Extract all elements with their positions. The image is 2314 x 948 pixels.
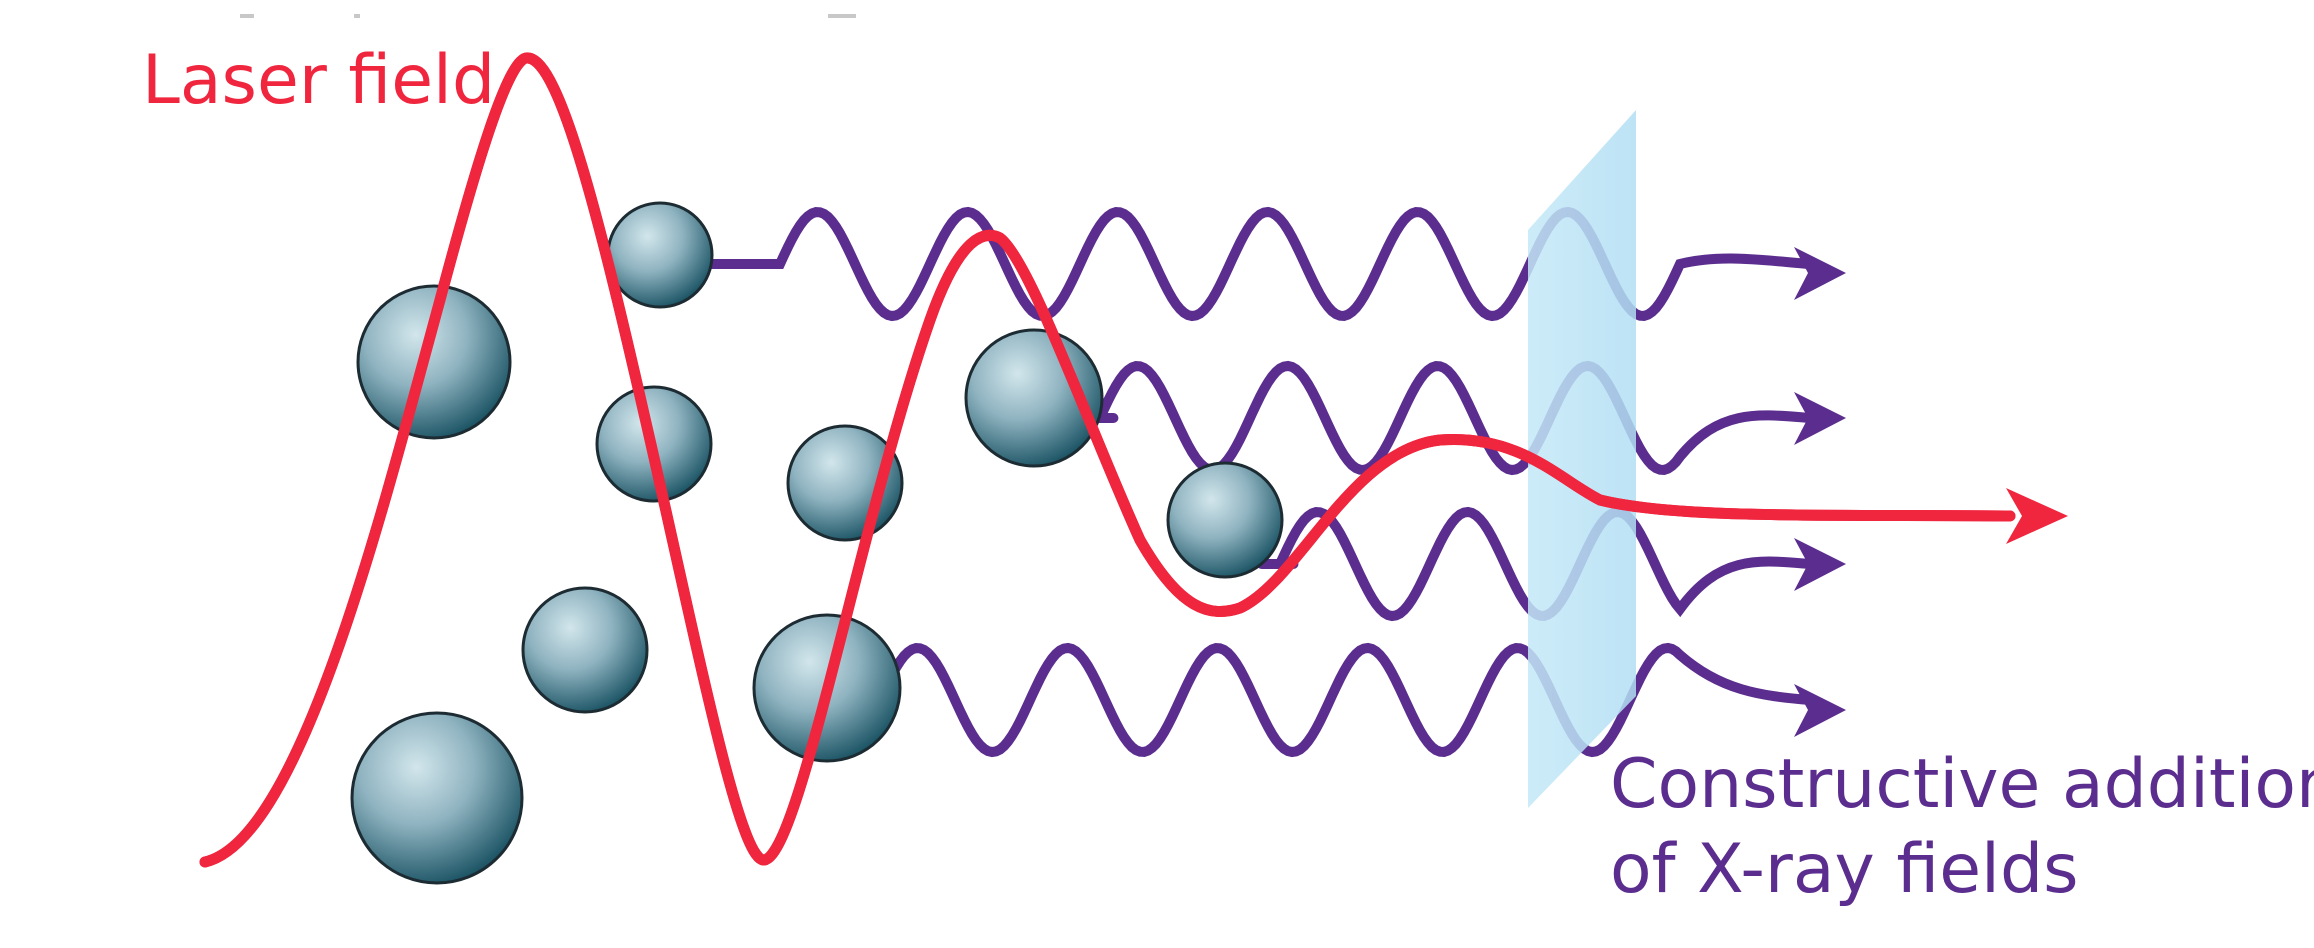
xray-beam-1 — [707, 206, 1815, 322]
crop-marks — [240, 14, 856, 18]
xray-label-line2: of X-ray fields — [1610, 830, 2079, 909]
xray-label-line1: Constructive addition — [1610, 745, 2314, 824]
xray-arrowhead-2 — [1794, 392, 1846, 445]
xray-arrowhead-3 — [1794, 538, 1846, 591]
xray-beam-2 — [1076, 360, 1815, 476]
xray-arrowheads — [1794, 247, 1846, 737]
atoms — [350, 201, 1284, 885]
laser-arrowhead — [2006, 488, 2068, 544]
xray-arrowhead-1 — [1794, 247, 1846, 300]
xray-beam-4 — [856, 642, 1815, 758]
atom-sphere — [1166, 461, 1284, 579]
atom-sphere — [606, 201, 714, 309]
laser-field-label: Laser field — [142, 41, 496, 120]
xray-beam-3 — [1256, 506, 1815, 622]
atom-sphere — [356, 284, 512, 440]
xray-arrowhead-4 — [1794, 684, 1846, 737]
atom-sphere — [521, 586, 649, 714]
detector-plate — [1528, 110, 1636, 808]
xray-fields-label: Constructive addition of X-ray fields — [1610, 742, 2314, 912]
atom-sphere — [350, 711, 524, 885]
